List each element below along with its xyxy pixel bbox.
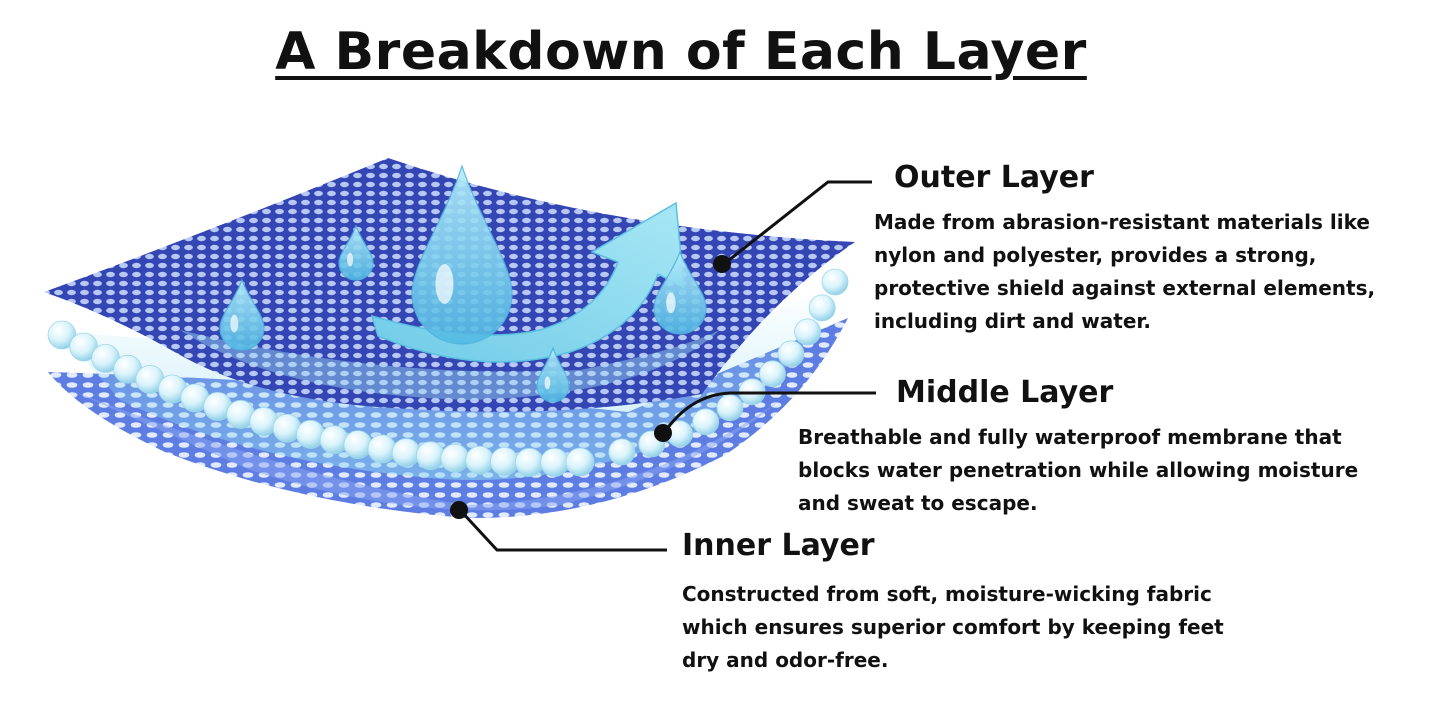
membrane-bead bbox=[794, 318, 821, 346]
inner-layer-shadow bbox=[70, 390, 780, 511]
membrane-bead bbox=[465, 445, 495, 475]
membrane-bead bbox=[415, 441, 445, 471]
outer-layer-description: Made from abrasion-resistant materials l… bbox=[874, 210, 1376, 333]
water-drop-icon bbox=[219, 278, 265, 351]
inner-leader-dot bbox=[450, 501, 468, 519]
water-drop-highlight bbox=[230, 314, 239, 333]
water-drop-icon bbox=[411, 164, 513, 345]
membrane-bead bbox=[692, 408, 720, 436]
membrane-bead bbox=[759, 360, 786, 388]
inner-layer-description: Constructed from soft, moisture-wicking … bbox=[682, 582, 1224, 672]
membrane-bead bbox=[821, 268, 849, 296]
page-title: A Breakdown of Each Layer bbox=[275, 22, 1087, 82]
water-drop-icon bbox=[653, 250, 707, 335]
outer-leader-line bbox=[723, 180, 872, 266]
membrane-bead bbox=[808, 294, 836, 322]
middle-layer-callout: Middle Layer Breathable and fully waterp… bbox=[798, 375, 1398, 520]
membrane-bead bbox=[391, 438, 421, 468]
outer-leader-dot bbox=[713, 255, 731, 273]
middle-leader-line bbox=[662, 391, 876, 434]
inner-layer-heading: Inner Layer bbox=[682, 528, 875, 563]
water-drop-highlight bbox=[347, 252, 354, 267]
middle-layer-description: Breathable and fully waterproof membrane… bbox=[798, 425, 1359, 515]
inner-leader-line bbox=[458, 508, 667, 552]
inner-layer-callout: Inner Layer Constructed from soft, moist… bbox=[682, 528, 1282, 677]
membrane-bead bbox=[367, 434, 397, 464]
water-drop-highlight bbox=[666, 292, 676, 314]
membrane-bead bbox=[440, 443, 470, 473]
leader-lines bbox=[458, 180, 876, 552]
water-drops bbox=[219, 164, 707, 403]
outer-layer-heading: Outer Layer bbox=[894, 160, 1094, 195]
membrane-bead bbox=[343, 430, 373, 460]
water-drop-highlight bbox=[435, 264, 454, 304]
water-drop-icon bbox=[536, 346, 570, 403]
middle-layer-beads bbox=[47, 268, 849, 477]
membrane-bead bbox=[296, 419, 325, 449]
middle-leader-dot bbox=[654, 424, 672, 442]
membrane-bead bbox=[489, 447, 519, 476]
membrane-bead bbox=[515, 447, 544, 477]
membrane-bead bbox=[565, 447, 595, 477]
membrane-bead bbox=[540, 447, 569, 477]
water-drop-highlight bbox=[544, 376, 551, 390]
membrane-bead bbox=[608, 438, 636, 466]
outer-layer-callout: Outer Layer Made from abrasion-resistant… bbox=[874, 160, 1414, 338]
membrane-bead bbox=[777, 340, 805, 368]
membrane-bead bbox=[319, 425, 349, 455]
middle-layer-heading: Middle Layer bbox=[896, 375, 1114, 410]
outer-layer-sheen bbox=[180, 330, 720, 400]
water-drop-icon bbox=[338, 224, 374, 281]
membrane-bead bbox=[716, 394, 744, 422]
